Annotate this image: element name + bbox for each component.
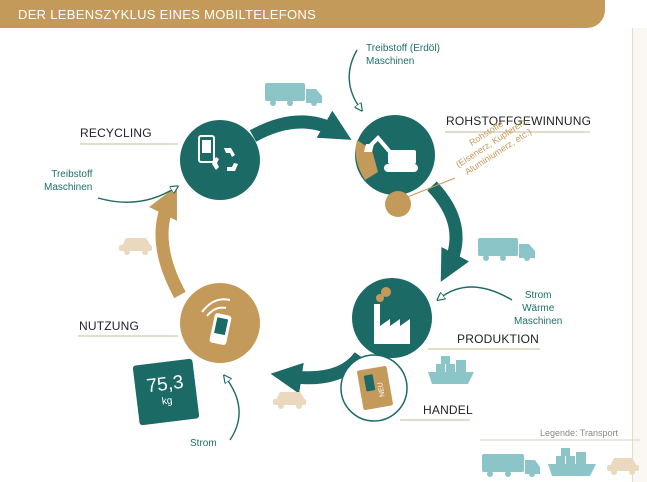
stage-label-produktion: PRODUKTION — [457, 332, 540, 346]
phone-icon — [198, 135, 215, 163]
truck-icon — [482, 454, 540, 477]
excavator-icon — [364, 135, 418, 172]
stage-label-handel: HANDEL — [423, 403, 473, 417]
package-icon: NEU — [357, 366, 393, 410]
truck-icon — [478, 238, 535, 261]
stage-label-nutzung: NUTZUNG — [79, 319, 140, 333]
cycle-arrow-rohstoff-to-produktion — [427, 181, 470, 282]
raw-material-line — [399, 177, 456, 201]
recycling-node — [180, 120, 260, 200]
right-frame — [632, 28, 647, 482]
input-text-recycling: Treibstoff Maschinen — [44, 168, 92, 194]
input-arrow-rohstoff — [348, 49, 360, 108]
neu-label: NEU — [377, 382, 386, 398]
stage-label-rohstoff: ROHSTOFFGEWINNUNG — [446, 114, 592, 128]
input-line: Strom — [524, 290, 552, 301]
car-icon — [119, 238, 152, 255]
car-icon — [607, 458, 639, 475]
label-lines — [78, 131, 590, 421]
stage-label-recycling: RECYCLING — [80, 126, 152, 140]
raw-material-dot — [385, 191, 411, 217]
produktion-node — [352, 278, 432, 358]
ship-icon — [428, 356, 474, 384]
input-line: Strom — [190, 438, 217, 449]
cycle-arrow-nutzung-to-recycling — [149, 186, 186, 299]
recycle-icon — [212, 148, 238, 171]
input-line: Wärme — [522, 303, 555, 314]
phone-icon — [209, 313, 232, 345]
header-bar: DER LEBENSZYKLUS EINES MOBILTELEFONS — [0, 0, 605, 28]
car-icon — [273, 392, 306, 409]
input-line: Treibstoff (Erdöl) — [366, 43, 440, 54]
input-arrow-produktion — [440, 286, 513, 300]
input-text-produktion: Strom Wärme Maschinen — [514, 289, 562, 328]
rohstoff-node — [355, 115, 435, 195]
input-line: Maschinen — [514, 316, 563, 327]
input-arrow-recycling — [97, 188, 175, 203]
page-title: DER LEBENSZYKLUS EINES MOBILTELEFONS — [18, 7, 317, 22]
input-arrow-nutzung — [226, 378, 240, 441]
legend — [480, 439, 640, 477]
ship-icon — [548, 448, 596, 476]
factory-icon — [374, 287, 410, 344]
handel-node: NEU — [340, 354, 408, 422]
input-line: Treibstoff — [51, 169, 93, 180]
energy-badge: 75,3 kg — [132, 358, 200, 426]
truck-icon — [265, 83, 322, 106]
input-line: Maschinen — [366, 56, 415, 67]
input-line: Maschinen — [44, 182, 93, 193]
nutzung-node — [180, 283, 260, 363]
legend-title: Legende: Transport — [540, 428, 619, 438]
input-text-rohstoff: Treibstoff (Erdöl) Maschinen — [366, 42, 440, 68]
input-text-nutzung: Strom — [190, 437, 217, 450]
cycle-arrow-recycling-to-rohstoff — [249, 110, 352, 142]
